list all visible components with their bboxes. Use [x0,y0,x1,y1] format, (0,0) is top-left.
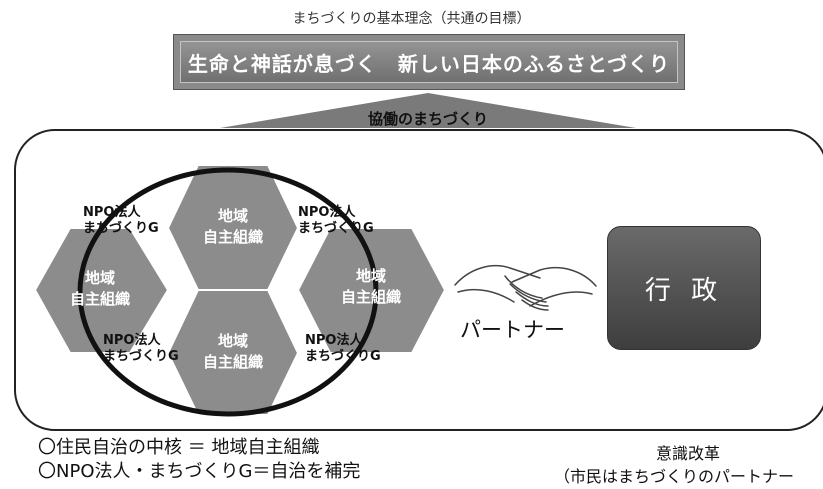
hexagon-left [33,227,170,354]
hexagon-label-top: 地域自主組織 [202,207,263,246]
npo-label-line1: NPO法人 [305,333,363,348]
npo-label-line1: NPO法人 [298,205,356,220]
collaboration-arrow [220,93,636,128]
npo-label-line1: NPO法人 [83,205,141,220]
hexagon-label-bottom: 地域自主組織 [202,332,263,371]
npo-label-line2: まちづくりG [305,349,381,364]
npo-label-line2: まちづくりG [298,221,374,236]
awareness-sublabel: （市民はまちづくりのパートナー [554,467,795,486]
government-box: 行 政 [607,226,761,350]
npo-label-bottom-left: NPO法人 まちづくりG [103,333,179,365]
hexagon-label-right: 地域自主組織 [340,267,401,306]
principles-list: 〇住民自治の中核 ＝ 地域自主組織 〇NPO法人・まちづくりG＝自治を補完 [38,436,360,484]
npo-label-line2: まちづくりG [103,349,179,364]
vision-banner: 生命と神話が息づく 新しい日本のふるさとづくり [173,34,685,90]
diagram-caption: まちづくりの基本理念（共通の目標） [292,11,531,27]
hexagon-cluster [33,164,447,416]
hexagon-right [296,227,447,354]
hexagon-bottom [166,289,300,416]
npo-label-top-right: NPO法人 まちづくりG [298,205,374,237]
core-ellipse [77,167,379,417]
principle-1: 〇住民自治の中核 ＝ 地域自主組織 [38,437,320,458]
government-label: 行 政 [644,275,724,306]
npo-label-line2: まちづくりG [83,221,159,236]
partner-label: パートナー [460,318,565,342]
awareness-label: 意識改革 [656,444,721,463]
handshake-icon [454,265,597,311]
community-frame [14,129,823,431]
principle-2: 〇NPO法人・まちづくりG＝自治を補完 [38,461,361,482]
collaboration-arrow-label: 協働のまちづくり [368,110,488,128]
npo-label-line1: NPO法人 [103,333,161,348]
npo-label-bottom-right: NPO法人 まちづくりG [305,333,381,365]
npo-label-top-left: NPO法人 まちづくりG [83,205,159,237]
hexagon-label-left: 地域自主組織 [69,269,130,308]
